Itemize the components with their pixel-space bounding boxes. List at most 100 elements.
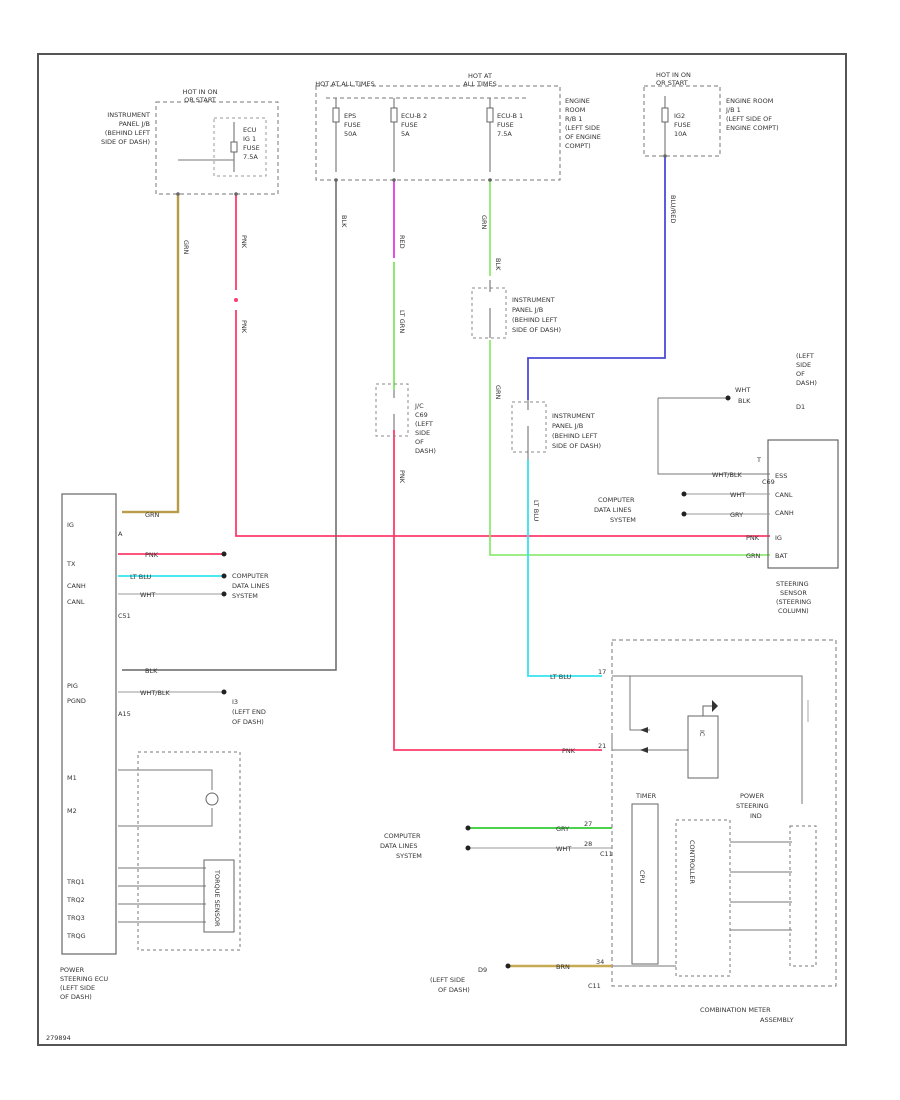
fb1-fuse-1: ECU: [243, 126, 257, 134]
jc-6: DASH): [415, 447, 436, 455]
jc-connector: J/C C69 (LEFT SIDE OF DASH): [375, 383, 436, 455]
ipjb2-3: (BEHIND LEFT: [512, 316, 557, 324]
fb2-ecub2-2: FUSE: [401, 121, 418, 129]
ss-gnd-wht: WHT: [735, 386, 750, 394]
ss-name-1: STEERING: [776, 580, 809, 588]
ss-wire-grn: GRN: [746, 552, 761, 560]
ecu-wire-wht: WHT: [140, 591, 155, 599]
cm-ic-top: TIMER: [635, 792, 657, 800]
fb1-header-1: HOT IN ON: [183, 88, 218, 96]
ip-jb-2: INSTRUMENT PANEL J/B (BEHIND LEFT SIDE O…: [471, 280, 561, 339]
ecu-cds-1: COMPUTER: [232, 572, 269, 580]
ss-cds-3: SYSTEM: [610, 516, 636, 524]
cm-data-conn: C11: [600, 850, 613, 858]
ecu-gnd-1: I3: [232, 698, 238, 706]
pink-wire-meter: [393, 430, 602, 751]
fb1-loc-4: SIDE OF DASH): [101, 138, 150, 146]
ss-wire-gry: GRY: [730, 511, 743, 519]
ss-wire-whtblk: WHT/BLK: [712, 471, 743, 479]
cm-cds-1: COMPUTER: [384, 832, 421, 840]
ecu-gnd-2: (LEFT END: [232, 708, 266, 716]
fb3-fuse-2: FUSE: [674, 121, 691, 129]
fb1-loc-2: PANEL J/B: [119, 120, 150, 128]
cm-in-ltblu: LT BLU: [550, 673, 572, 681]
ecu-pin-m2: M2: [67, 807, 77, 815]
fb2-ecub1-1: ECU-B 1: [497, 112, 523, 120]
ss-pin-canh: CANH: [775, 509, 794, 517]
ipjb3-3: (BEHIND LEFT: [552, 432, 597, 440]
ecu-pin-ig: IG: [67, 521, 74, 529]
cm-cds-2: DATA LINES: [380, 842, 417, 850]
fb2-eps-1: EPS: [344, 112, 356, 120]
cm-gnd-1: D9: [478, 966, 487, 974]
jc-1: J/C: [414, 402, 424, 410]
fb3-header-1: HOT IN ON: [656, 71, 691, 79]
steering-sensor: WHT BLK (LEFT SIDE OF DASH) D1 T ESS CAN…: [594, 352, 839, 615]
ecu-wire-whtblk: WHT/BLK: [140, 689, 171, 697]
ecu-name-2: STEERING ECU: [60, 975, 108, 983]
fb2-loc-6: COMPT): [565, 142, 591, 150]
cm-pin-21: 21: [598, 742, 606, 750]
cm-data-wht: WHT: [556, 845, 571, 853]
ecu-pin-trqg: TRQG: [66, 932, 86, 940]
ss-cds-2: DATA LINES: [594, 506, 631, 514]
cm-pin-17: 17: [598, 668, 606, 676]
wl-pink-top: PNK: [240, 235, 248, 249]
fb2-loc-4: (LEFT SIDE: [565, 124, 600, 132]
ecu-conn-a15: A15: [118, 710, 131, 718]
jc-3: (LEFT: [415, 420, 433, 428]
fb3-fuse-1: IG2: [674, 112, 685, 120]
ecu-pin-tx: TX: [66, 560, 76, 568]
footer-id: 279894: [46, 1034, 71, 1042]
ecu-pin-trq1: TRQ1: [66, 878, 85, 886]
ecu-conn-c51: C51: [118, 612, 131, 620]
fb1-loc-1: INSTRUMENT: [107, 111, 150, 119]
ecu-wire-pnk: PNK: [145, 551, 159, 559]
cm-in-pnk: PNK: [562, 747, 576, 755]
fb3-loc-2: J/B 1: [725, 106, 741, 114]
jc-2: C69: [415, 411, 428, 419]
wl-lg-mid: LT GRN: [398, 310, 406, 333]
ss-gnd-loc-2: SIDE: [796, 361, 811, 369]
wl-pink-mid: PNK: [240, 320, 248, 334]
ss-name-4: COLUMN): [778, 607, 809, 615]
fb1-fuse-4: 7.5A: [243, 153, 258, 161]
ecu-pin-pig: PIG: [67, 682, 78, 690]
cm-gnd-wire: BRN: [556, 963, 570, 971]
fb3-loc-3: (LEFT SIDE OF: [726, 115, 772, 123]
ss-gnd-loc-5: D1: [796, 403, 805, 411]
wl-black-top: BLK: [340, 215, 348, 228]
ss-wire-wht: WHT: [730, 491, 745, 499]
ecu-wire-ltblu: LT BLU: [130, 573, 152, 581]
ecu-pin-canl: CANL: [67, 598, 85, 606]
wl-green-mid: GRN: [494, 385, 502, 400]
ecu-name-4: OF DASH): [60, 993, 92, 1001]
cm-data-pin-28: 28: [584, 840, 592, 848]
ecu-pin-m1: M1: [67, 774, 77, 782]
ss-pin-canl: CANL: [775, 491, 793, 499]
ipjb2-1: INSTRUMENT: [512, 296, 555, 304]
fb1-header-2: OR START: [184, 96, 216, 104]
ipjb3-4: SIDE OF DASH): [552, 442, 601, 450]
cm-relay-label: IC: [698, 730, 706, 737]
fb2-header-left: HOT AT ALL TIMES: [315, 80, 375, 88]
cm-warn-3: IND: [750, 812, 762, 820]
fb2-eps-2: FUSE: [344, 121, 361, 129]
cm-data-gry: GRY: [556, 825, 569, 833]
ss-gnd-blk: BLK: [738, 397, 751, 405]
cm-gnd-3: OF DASH): [438, 986, 470, 994]
fb2-ecub1-2: FUSE: [497, 121, 514, 129]
ss-wire-pnk: PNK: [746, 534, 760, 542]
ss-pin-t: T: [756, 456, 761, 464]
cm-driver-label: CONTROLLER: [688, 840, 696, 884]
cm-name-1: COMBINATION METER: [700, 1006, 771, 1014]
ecu-cds-3: SYSTEM: [232, 592, 258, 600]
green-wire-bat: [489, 180, 770, 556]
fuse-box-3: HOT IN ON OR START IG2 FUSE 10A ENGINE R…: [643, 71, 779, 162]
cm-cds-3: SYSTEM: [396, 852, 422, 860]
ecu-pin-trq3: TRQ3: [66, 914, 85, 922]
ecu-pin-pgnd: PGND: [67, 697, 86, 705]
cm-gnd-conn: C11: [588, 982, 601, 990]
fb2-ecub1-3: 7.5A: [497, 130, 512, 138]
cm-data-pin-27: 27: [584, 820, 592, 828]
